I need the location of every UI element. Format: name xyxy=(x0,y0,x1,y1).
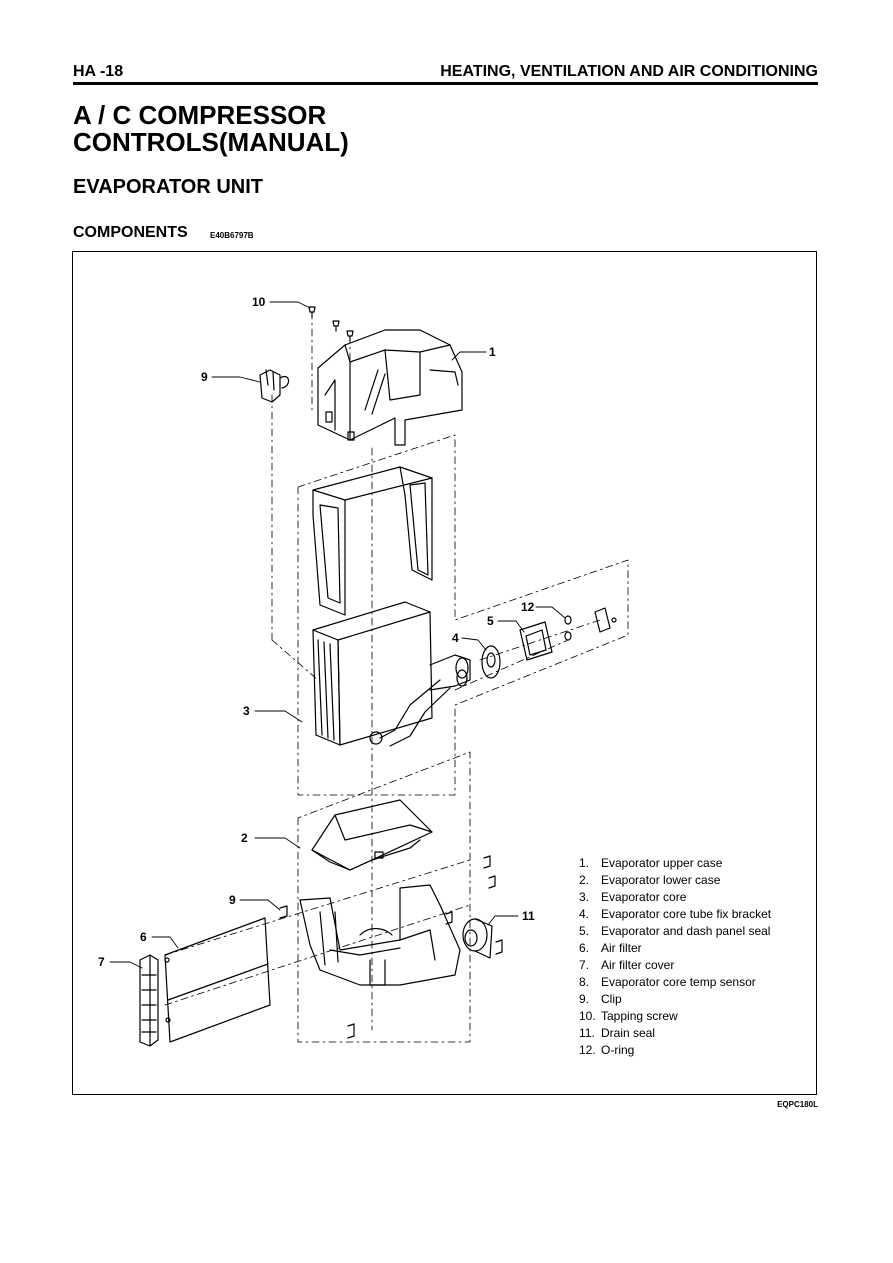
legend-item-text: Evaporator core temp sensor xyxy=(601,975,756,989)
air-filter-part xyxy=(164,917,271,1043)
evaporator-upper-case-part xyxy=(317,329,463,446)
callout-leaders xyxy=(109,301,566,969)
legend-item-number: 7. xyxy=(579,958,590,972)
legend-item-number: 2. xyxy=(579,873,590,887)
callout-2: 2 xyxy=(241,831,248,845)
callout-9-upper: 9 xyxy=(201,370,208,384)
legend-item: 10. Tapping screw xyxy=(579,1008,771,1025)
legend-item-number: 3. xyxy=(579,890,590,904)
legend-item-number: 12. xyxy=(579,1043,596,1057)
legend-item-number: 10. xyxy=(579,1009,596,1023)
legend-item-number: 4. xyxy=(579,907,590,921)
legend-item-text: Evaporator upper case xyxy=(601,856,723,870)
callout-10: 10 xyxy=(252,295,266,309)
evaporator-core-upper-frame xyxy=(312,466,433,616)
lower-housing-part xyxy=(299,884,461,986)
legend-item-text: Air filter cover xyxy=(601,958,675,972)
legend-item-text: Evaporator core xyxy=(601,890,687,904)
legend-item: 9. Clip xyxy=(579,991,771,1008)
legend-item-text: O-ring xyxy=(601,1043,635,1057)
legend-item: 8. Evaporator core temp sensor xyxy=(579,974,771,991)
assembly-guide-lines xyxy=(164,311,629,1043)
legend-item-text: Evaporator lower case xyxy=(601,873,721,887)
legend-item: 1. Evaporator upper case xyxy=(579,855,771,872)
dash-panel-seal-part xyxy=(519,621,553,661)
evaporator-lower-case-part xyxy=(311,799,433,871)
components-heading: COMPONENTS xyxy=(73,224,188,241)
clip-upper-part xyxy=(259,369,290,403)
section-title: HEATING, VENTILATION AND AIR CONDITIONIN… xyxy=(440,63,818,80)
legend-item-number: 6. xyxy=(579,941,590,955)
tapping-screw-part xyxy=(308,306,354,342)
legend-item-number: 5. xyxy=(579,924,590,938)
legend-item: 6. Air filter xyxy=(579,940,771,957)
legend-item: 7. Air filter cover xyxy=(579,957,771,974)
legend-item-text: Air filter xyxy=(601,941,642,955)
legend-item: 5. Evaporator and dash panel seal xyxy=(579,923,771,940)
evaporator-core-part xyxy=(312,601,471,747)
callout-6: 6 xyxy=(140,930,147,944)
callout-4: 4 xyxy=(452,631,459,645)
page-title: A / C COMPRESSOR CONTROLS(MANUAL) xyxy=(73,100,349,157)
page-number: HA -18 xyxy=(73,63,124,80)
callout-1: 1 xyxy=(489,345,496,359)
callout-9-lower: 9 xyxy=(229,893,236,907)
legend-item-text: Evaporator core tube fix bracket xyxy=(601,907,772,921)
components-code: E40B6797B xyxy=(210,231,254,240)
legend-item-text: Clip xyxy=(601,992,622,1006)
legend-item: 2. Evaporator lower case xyxy=(579,872,771,889)
callout-7: 7 xyxy=(98,955,105,969)
callout-12: 12 xyxy=(521,600,535,614)
legend-item-number: 8. xyxy=(579,975,590,989)
parts-legend: 1. Evaporator upper case 2. Evaporator lowe… xyxy=(579,855,771,1059)
legend-item-text: Evaporator and dash panel seal xyxy=(601,924,771,938)
legend-item: 3. Evaporator core xyxy=(579,889,771,906)
diagram-frame xyxy=(72,251,817,1095)
legend-item: 11. Drain seal xyxy=(579,1025,771,1042)
drain-seal-part xyxy=(462,918,493,959)
subtitle: EVAPORATOR UNIT xyxy=(73,176,264,198)
clip-lower-parts xyxy=(279,855,503,1039)
legend-item-text: Drain seal xyxy=(601,1026,656,1040)
legend-item-text: Tapping screw xyxy=(601,1009,678,1023)
legend-item: 4. Evaporator core tube fix bracket xyxy=(579,906,771,923)
legend-item: 12. O-ring xyxy=(579,1042,771,1059)
air-filter-cover-part xyxy=(139,954,159,1047)
header-rule xyxy=(73,82,818,85)
figure-code: EQPC180L xyxy=(777,1100,818,1109)
legend-item-number: 11. xyxy=(579,1026,595,1040)
callout-3: 3 xyxy=(243,704,250,718)
callout-5: 5 xyxy=(487,614,494,628)
tube-fix-bracket-part xyxy=(481,645,501,679)
callout-11: 11 xyxy=(522,909,535,923)
legend-item-number: 9. xyxy=(579,992,590,1006)
o-ring-part xyxy=(564,607,617,641)
legend-item-number: 1. xyxy=(579,856,590,870)
